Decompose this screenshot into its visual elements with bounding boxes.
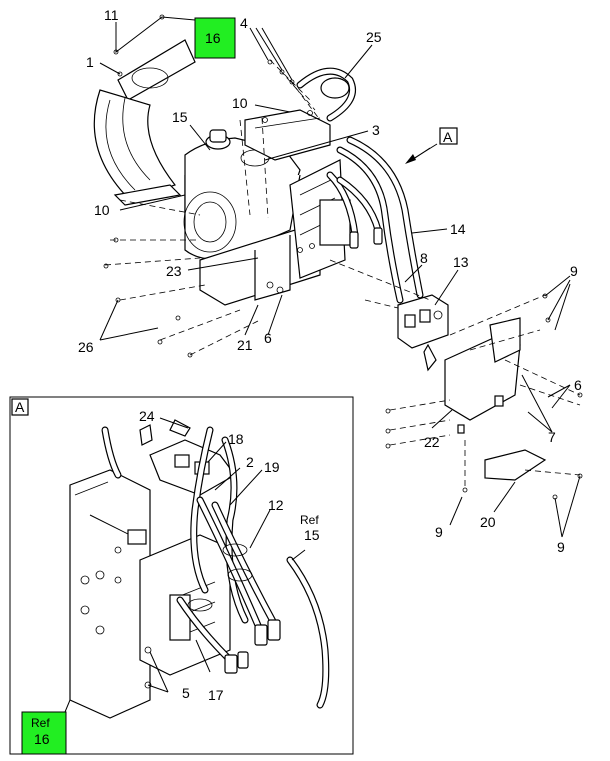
detail-callout-5: 5 (182, 685, 190, 701)
ref-16-box-detail: Ref 16 (21, 711, 67, 755)
ref-16-box-detail-line1: Ref (31, 716, 50, 730)
callout-26: 26 (78, 339, 94, 355)
callout-3: 3 (372, 122, 380, 138)
construction-lines (104, 59, 581, 490)
detail-callout-19: 19 (264, 459, 280, 475)
callout-22: 22 (424, 434, 440, 450)
callout-13: 13 (453, 254, 469, 270)
callout-9-upper-right: 9 (570, 263, 578, 279)
detail-view-a: A (9, 396, 354, 755)
leader-lines (99, 16, 581, 538)
callout-23: 23 (166, 263, 182, 279)
callout-8: 8 (420, 250, 428, 266)
detail-callout-17: 17 (208, 687, 224, 703)
shield-cover (93, 39, 196, 206)
detail-ref15-line2: 15 (304, 527, 320, 543)
callout-21: 21 (237, 337, 253, 353)
callout-25: 25 (366, 29, 382, 45)
callout-6-right: 6 (574, 377, 582, 393)
detail-callout-12: 12 (268, 497, 284, 513)
detail-ref15-line1: Ref (300, 513, 319, 527)
callout-9-lower-right: 9 (557, 539, 565, 555)
loop-hose (296, 67, 356, 122)
valve-block (397, 294, 449, 372)
callout-6-left: 6 (264, 330, 272, 346)
main-callout-labels: 11 1 4 25 10 15 3 10 14 8 13 9 23 26 21 … (78, 7, 582, 555)
detail-callout-24: 24 (139, 408, 155, 424)
view-a-marker-label: A (443, 129, 453, 145)
detail-callout-18: 18 (228, 431, 244, 447)
callout-20: 20 (480, 514, 496, 530)
ref-16-box-top: 16 (194, 17, 236, 59)
callout-11: 11 (104, 7, 119, 23)
hose-bundle (326, 136, 424, 304)
ref-16-box-detail-line2: 16 (34, 731, 50, 747)
callout-7: 7 (548, 429, 556, 445)
view-a-marker: A (439, 127, 458, 145)
detail-callout-labels: 24 18 2 19 12 5 17 Ref 15 (139, 408, 320, 703)
side-bracket (444, 317, 547, 481)
main-assembly: 11 1 4 25 10 15 3 10 14 8 13 9 23 26 21 … (78, 7, 583, 555)
detail-view-label: A (15, 399, 25, 415)
view-a-arrow (405, 143, 438, 164)
callout-9-lower-left: 9 (435, 524, 443, 540)
callout-4: 4 (240, 15, 248, 31)
callout-10-lower: 10 (94, 202, 110, 218)
detail-hoses (101, 426, 330, 709)
detail-leader-lines (64, 417, 306, 713)
callout-14: 14 (450, 221, 466, 237)
detail-callout-2: 2 (246, 454, 254, 470)
detail-manifold (139, 419, 236, 496)
callout-15: 15 (172, 109, 188, 125)
ref-16-box-top-number: 16 (205, 30, 221, 46)
callout-1: 1 (86, 54, 94, 70)
callout-10-upper: 10 (232, 95, 248, 111)
